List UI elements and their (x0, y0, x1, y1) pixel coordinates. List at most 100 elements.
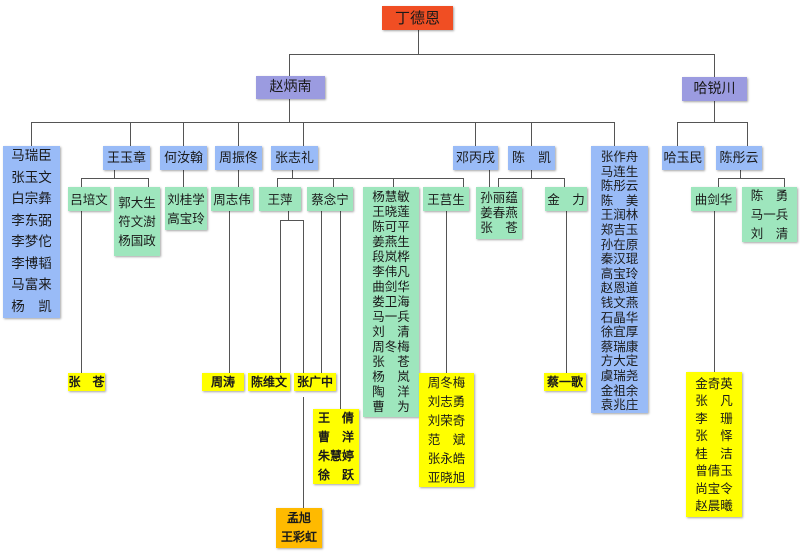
connector (238, 122, 240, 146)
node-wang-ping[interactable]: 王萍 (259, 187, 301, 211)
connector (718, 178, 784, 180)
node-group-list[interactable]: 马瑞臣 张玉文 白宗彝 李东弼 李梦佗 李博韬 马富来 杨 凯 (3, 146, 60, 318)
node-zhou-tao[interactable]: 周涛 (202, 373, 244, 391)
connector (784, 178, 786, 187)
node-zhang-zhili[interactable]: 张志礼 (271, 146, 318, 170)
node-label: 陶 洋 (372, 384, 410, 399)
node-meng-xu-group[interactable]: 孟旭 王彩虹 (276, 508, 322, 548)
node-label: 曲剑华 (694, 191, 733, 207)
node-jin-qiying-group[interactable]: 金奇英 张 凡 李 珊 张 怿 桂 洁 曾倩玉 尚宝令 赵晨曦 (686, 372, 742, 517)
node-he-ruhan[interactable]: 何汝翰 (160, 146, 207, 170)
node-label: 张 苍 (480, 220, 518, 235)
node-label: 徐宜厚 (600, 324, 639, 340)
node-label: 段岚桦 (372, 249, 410, 264)
connector (340, 211, 342, 409)
node-deng-bingxu[interactable]: 邓丙戌 (453, 146, 498, 170)
node-ha-yumin[interactable]: 哈玉民 (662, 146, 704, 170)
node-zhou-zhiwei[interactable]: 周志伟 (211, 187, 253, 211)
node-label: 朱慧婷 (317, 448, 354, 463)
node-label: 郑吉玉 (600, 221, 639, 237)
node-sun-liyun-group[interactable]: 孙丽蕴 姜春燕 张 苍 (476, 187, 522, 239)
node-label: 杨 岚 (372, 369, 410, 384)
connector (463, 178, 465, 187)
node-label: 石晶华 (600, 309, 639, 325)
node-chen-weiwen[interactable]: 陈维文 (248, 373, 290, 391)
node-label: 陈彤云 (600, 178, 639, 194)
connector (489, 170, 491, 187)
node-label: 周冬梅 (372, 339, 410, 354)
node-zhou-dongmei-group[interactable]: 周冬梅 刘志勇 刘荣奇 范 斌 张永皓 亚晓旭 (419, 373, 474, 487)
node-wang-qian-group[interactable]: 王 倩 曹 洋 朱慧婷 徐 跃 (313, 409, 359, 484)
node-chen-tongyun[interactable]: 陈彤云 (716, 146, 762, 170)
node-zhao-bingnan[interactable]: 赵炳南 (256, 76, 325, 99)
node-zhang-cang[interactable]: 张 苍 (68, 373, 105, 391)
node-cai-nianning[interactable]: 蔡念宁 (307, 187, 353, 211)
node-label: 郭大生 (118, 195, 156, 210)
node-label: 孙在原 (600, 236, 639, 252)
node-label: 邓丙戌 (455, 150, 495, 166)
node-label: 范 斌 (427, 432, 466, 447)
node-chen-yong-group[interactable]: 陈 勇 马一兵 刘 清 (742, 187, 797, 242)
node-label: 曹 洋 (317, 429, 354, 444)
node-label: 李伟凡 (372, 264, 410, 279)
connector (418, 30, 420, 54)
node-label: 金祖余 (600, 382, 639, 398)
node-label: 赵晨曦 (695, 498, 733, 513)
node-label: 陈彤云 (719, 150, 759, 166)
node-label: 马瑞臣 (11, 148, 52, 164)
connector (280, 220, 303, 222)
node-label: 李东弼 (11, 212, 52, 229)
node-label: 丁德恩 (394, 8, 440, 27)
connector (475, 122, 477, 146)
node-liu-guixue[interactable]: 刘桂学 高宝玲 (165, 187, 207, 230)
connector (333, 178, 335, 187)
connector (531, 122, 533, 146)
node-wang-jusheng[interactable]: 王莒生 (423, 187, 469, 211)
connector (130, 122, 132, 146)
node-label: 张 怿 (695, 428, 733, 443)
node-label: 李博韬 (11, 255, 52, 272)
node-zhang-guangzhong[interactable]: 张广中 (294, 373, 336, 391)
node-lv-peiwen[interactable]: 吕培文 (68, 187, 110, 211)
node-label: 杨国政 (118, 233, 156, 248)
node-label: 刘志勇 (427, 394, 466, 409)
node-zhou-zhentong[interactable]: 周振佟 (215, 146, 262, 170)
connector (566, 211, 568, 373)
node-label: 马富来 (11, 277, 52, 293)
node-label: 娄卫海 (372, 294, 410, 309)
connector (229, 211, 231, 373)
node-label: 亚晓旭 (427, 470, 466, 485)
node-label: 王萍 (267, 191, 293, 207)
node-label: 金 力 (547, 191, 585, 207)
node-label: 刘荣奇 (427, 413, 466, 428)
node-label: 袁兆庄 (600, 397, 639, 413)
connector (277, 178, 463, 180)
node-label: 王晓莲 (372, 204, 410, 219)
node-label: 赵炳南 (269, 79, 312, 95)
node-label: 杨 凯 (11, 298, 52, 315)
node-yang-huimin-group[interactable]: 杨慧敏 王晓莲 陈可平 姜燕生 段岚桦 李伟凡 曲剑华 娄卫海 马一兵 刘 清 … (363, 187, 419, 417)
connector (677, 122, 679, 146)
node-wang-yuzhang[interactable]: 王玉章 (103, 146, 150, 170)
node-label: 刘 清 (372, 324, 410, 339)
connector (148, 178, 150, 187)
node-label: 张 苍 (68, 374, 105, 389)
node-label: 陈可平 (372, 219, 410, 234)
connector (114, 170, 116, 178)
node-label: 方大定 (600, 353, 639, 369)
node-label: 周振佟 (218, 150, 258, 166)
node-label: 曾倩玉 (695, 463, 733, 478)
node-jin-li[interactable]: 金 力 (545, 187, 587, 211)
node-label: 张志礼 (274, 150, 314, 166)
node-guo-group[interactable]: 郭大生 符文澍 杨国政 (114, 187, 160, 256)
node-label: 孟旭 (286, 511, 311, 525)
node-label: 徐 跃 (317, 467, 354, 482)
connector (747, 122, 749, 146)
node-root[interactable]: 丁德恩 (382, 6, 453, 30)
node-chen-kai[interactable]: 陈 凯 (508, 146, 555, 170)
node-label: 王 倩 (317, 410, 354, 425)
node-cai-yige[interactable]: 蔡一歌 (544, 373, 586, 391)
node-qu-jianhua[interactable]: 曲剑华 (691, 187, 736, 211)
node-ha-ruichuan[interactable]: 哈锐川 (682, 77, 747, 101)
node-big-list[interactable]: 张作舟 马连生 陈彤云 陈 美 王润林 郑吉玉 孙在原 秦汉琨 高宝玲 赵恩道 … (591, 146, 648, 413)
